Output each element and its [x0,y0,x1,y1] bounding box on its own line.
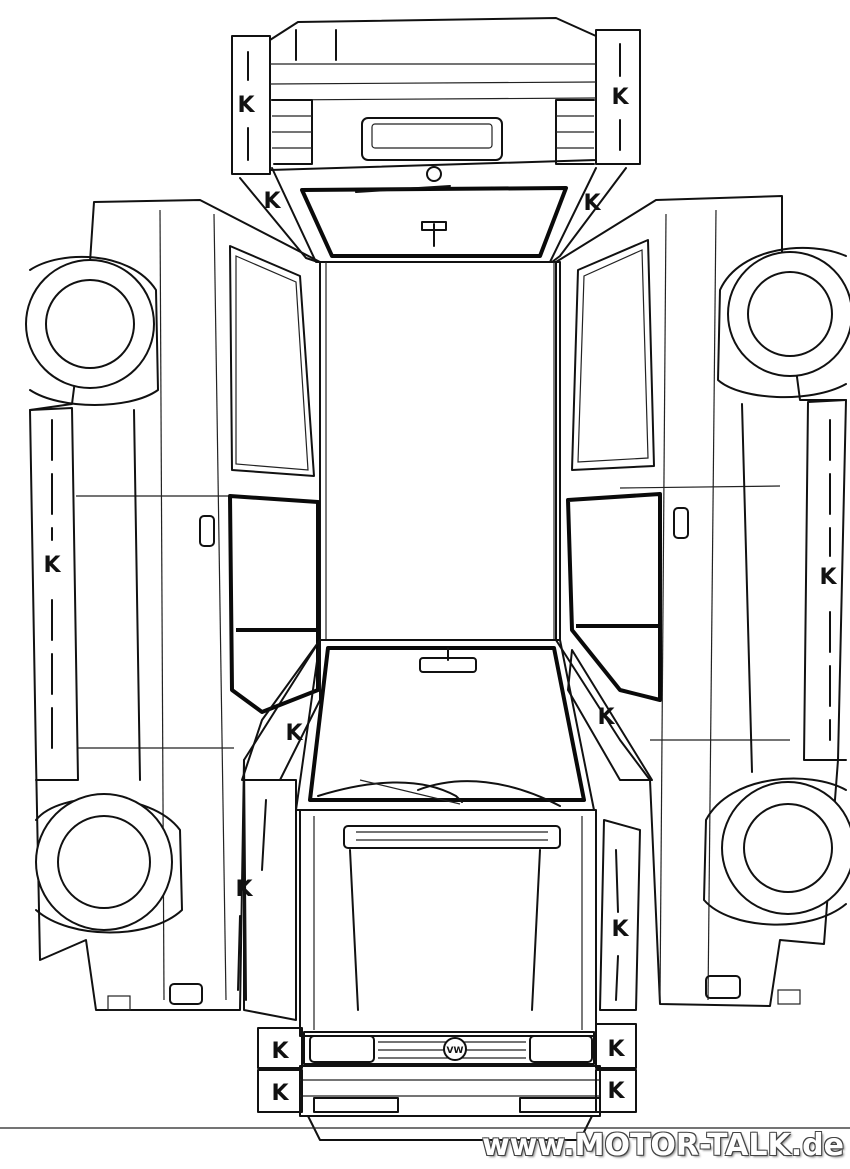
right-side-view [555,195,850,1007]
zone-markers: K K K K K K K K K K K K K K [43,85,837,1106]
front-view: VW [0,639,850,1141]
zone-marker-left-a-pillar: K [285,721,303,746]
zone-marker-rear-corner-right: K [583,191,601,216]
zone-marker-right-front-strip: K [611,917,629,942]
zone-marker-right-a-pillar: K [597,705,615,730]
windscreen [308,646,586,802]
left-front-wheel [35,793,173,931]
zone-marker-front-left-lower: K [271,1081,289,1106]
roof [319,261,561,641]
rear-view [231,17,641,263]
left-rear-wheel [25,259,155,389]
sill-guide-lines [51,43,831,1001]
left-front-window [228,494,320,714]
zone-marker-right-sill: K [819,565,837,590]
zone-marker-left-sill: K [43,553,61,578]
right-front-window [566,492,662,702]
left-side-view [25,199,321,1011]
zone-marker-rear-left: K [237,93,255,118]
zone-marker-left-front-strip: K [235,877,253,902]
rear-window [300,186,568,258]
vw-logo-icon [443,1037,467,1061]
right-front-wheel [721,781,850,915]
watermark: www.MOTOR-TALK.de [481,1128,844,1163]
zone-marker-front-right-lower: K [607,1079,625,1104]
roof-panel [319,261,561,641]
zone-marker-rear-right: K [611,85,629,110]
zone-marker-front-right-upper: K [607,1037,625,1062]
zone-marker-rear-corner-left: K [263,189,281,214]
badge-text: VW [447,1046,464,1056]
zone-marker-front-left-upper: K [271,1039,289,1064]
